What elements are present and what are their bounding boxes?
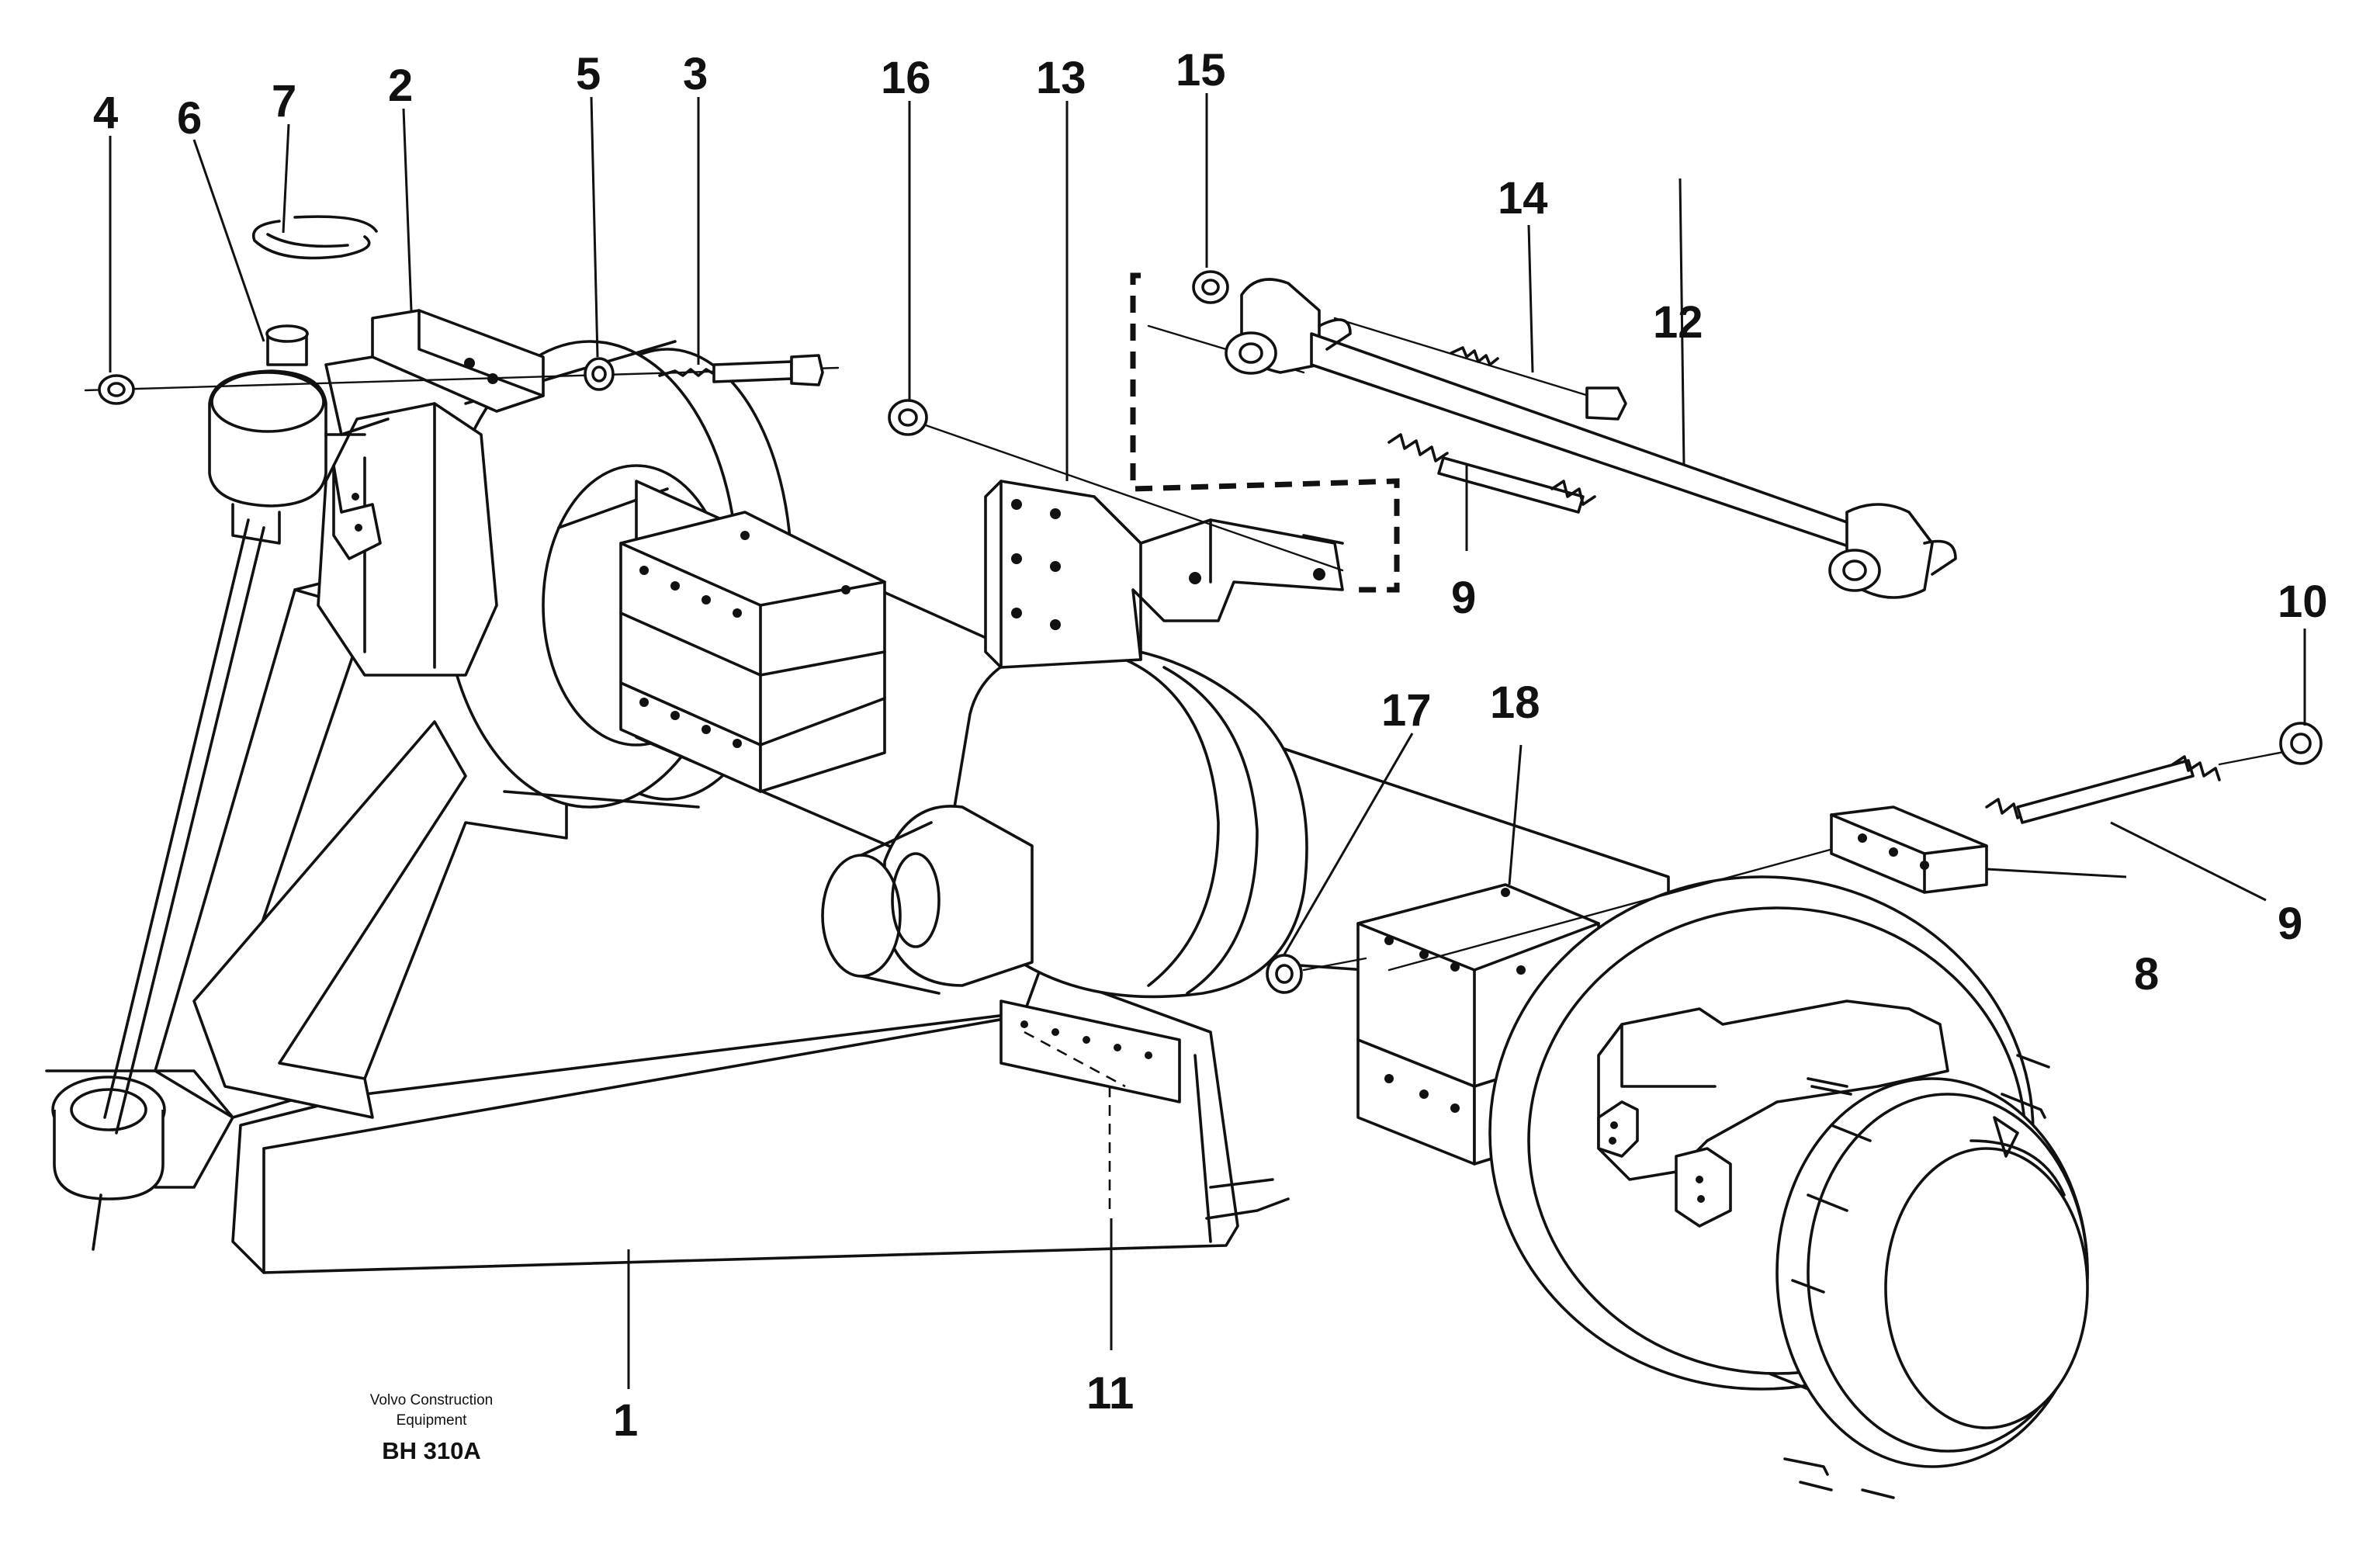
washer-part-15 [1192, 270, 1229, 304]
callout-7: 7 [272, 76, 296, 126]
callout-11: 11 [1086, 1368, 1134, 1419]
wheel-hub [1597, 999, 2089, 1499]
credit-line-1: Volvo Construction [370, 1392, 493, 1408]
washer-part-5 [584, 357, 615, 391]
callout-6: 6 [177, 93, 202, 144]
callout-10: 10 [2278, 577, 2328, 627]
bracket-part-2 [324, 309, 545, 436]
callout-9-lower: 9 [2278, 899, 2302, 949]
callout-9-upper: 9 [1451, 573, 1476, 623]
pivot-rod [115, 526, 265, 1135]
bolt-part-9-upper [1387, 433, 1596, 514]
credit-line-2: Equipment [397, 1412, 468, 1429]
credit-block: Volvo Construction Equipment BH 310A [370, 1392, 493, 1464]
callout-3: 3 [683, 49, 708, 99]
bolt-part-3 [658, 354, 824, 386]
callout-labels: 1 2 3 4 5 6 7 8 9 9 10 11 12 13 14 15 16… [93, 45, 2328, 1446]
callout-13: 13 [1036, 53, 1086, 103]
bolt-part-9-lower [1985, 743, 2322, 824]
callout-4: 4 [93, 88, 118, 138]
nut-part-4 [98, 374, 135, 405]
leader-lines [109, 93, 2306, 1389]
callout-5: 5 [576, 49, 601, 99]
callout-17: 17 [1381, 685, 1432, 736]
retaining-ring-part-7 [251, 215, 378, 260]
callout-15: 15 [1176, 45, 1226, 95]
drawing-code: BH 310A [382, 1437, 481, 1464]
plate-part-8 [1830, 805, 1988, 894]
callout-12: 12 [1653, 297, 1703, 348]
bracket-part-13 [984, 480, 1344, 669]
a-frame-part-1 [154, 573, 1290, 1274]
callout-18: 18 [1490, 677, 1540, 728]
washer-part-17 [1266, 954, 1303, 994]
front-pivot-bushing [45, 1069, 234, 1251]
callout-1: 1 [613, 1395, 638, 1446]
torque-rod-part-12 [1225, 278, 1957, 599]
nut-part-10 [2279, 722, 2323, 765]
callout-14: 14 [1498, 173, 1548, 223]
dashed-assembly-link [1130, 272, 1400, 593]
callout-16: 16 [881, 53, 931, 103]
nut-part-16 [888, 399, 928, 436]
bolt-part-14 [1333, 317, 1627, 421]
callout-2: 2 [388, 61, 413, 111]
callout-8: 8 [2134, 949, 2159, 999]
bushing-part-6 [208, 324, 366, 545]
